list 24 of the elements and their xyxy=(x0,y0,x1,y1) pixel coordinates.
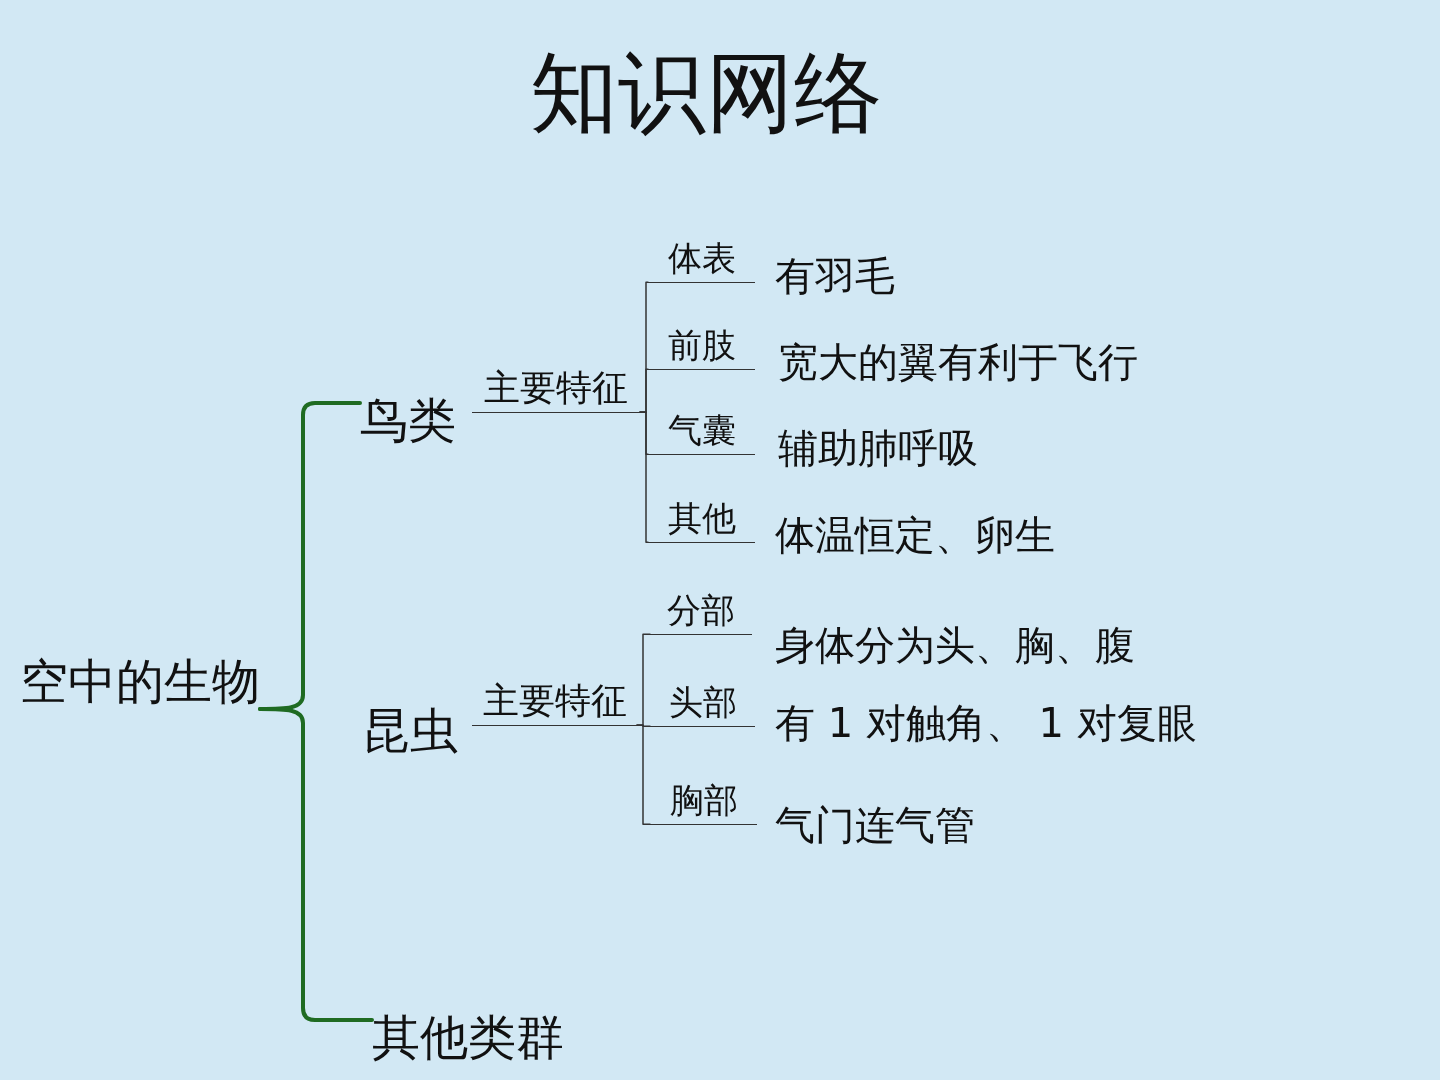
category-text: 其他类群 xyxy=(372,1008,564,1066)
description-text: 身体分为头、胸、腹 xyxy=(775,621,1135,669)
underlined-label: 主要特征 xyxy=(472,368,640,413)
description-text: 气门连气管 xyxy=(775,801,975,849)
underlined-label: 气囊 xyxy=(648,410,755,455)
underlined-label: 前肢 xyxy=(648,325,755,370)
topic-text: 空中的生物 xyxy=(20,650,260,712)
connector-line xyxy=(639,411,649,543)
underlined-label: 胸部 xyxy=(650,780,757,825)
underlined-label: 主要特征 xyxy=(472,681,637,726)
description-text: 有 1 对触角、 1 对复眼 xyxy=(775,699,1197,747)
connector-line xyxy=(636,724,651,825)
description-text: 有羽毛 xyxy=(775,252,895,300)
description-text: 辅助肺呼吸 xyxy=(778,424,978,472)
description-text: 体温恒定、卵生 xyxy=(775,511,1055,559)
title: 知识网络 xyxy=(530,40,882,146)
brace-line xyxy=(258,707,374,1022)
category-text: 鸟类 xyxy=(360,391,456,449)
category-text: 昆虫 xyxy=(362,701,458,759)
underlined-label: 分部 xyxy=(650,590,752,635)
description-text: 宽大的翼有利于飞行 xyxy=(778,338,1138,386)
underlined-label: 头部 xyxy=(650,682,755,727)
underlined-label: 其他 xyxy=(648,498,755,543)
underlined-label: 体表 xyxy=(648,238,755,283)
